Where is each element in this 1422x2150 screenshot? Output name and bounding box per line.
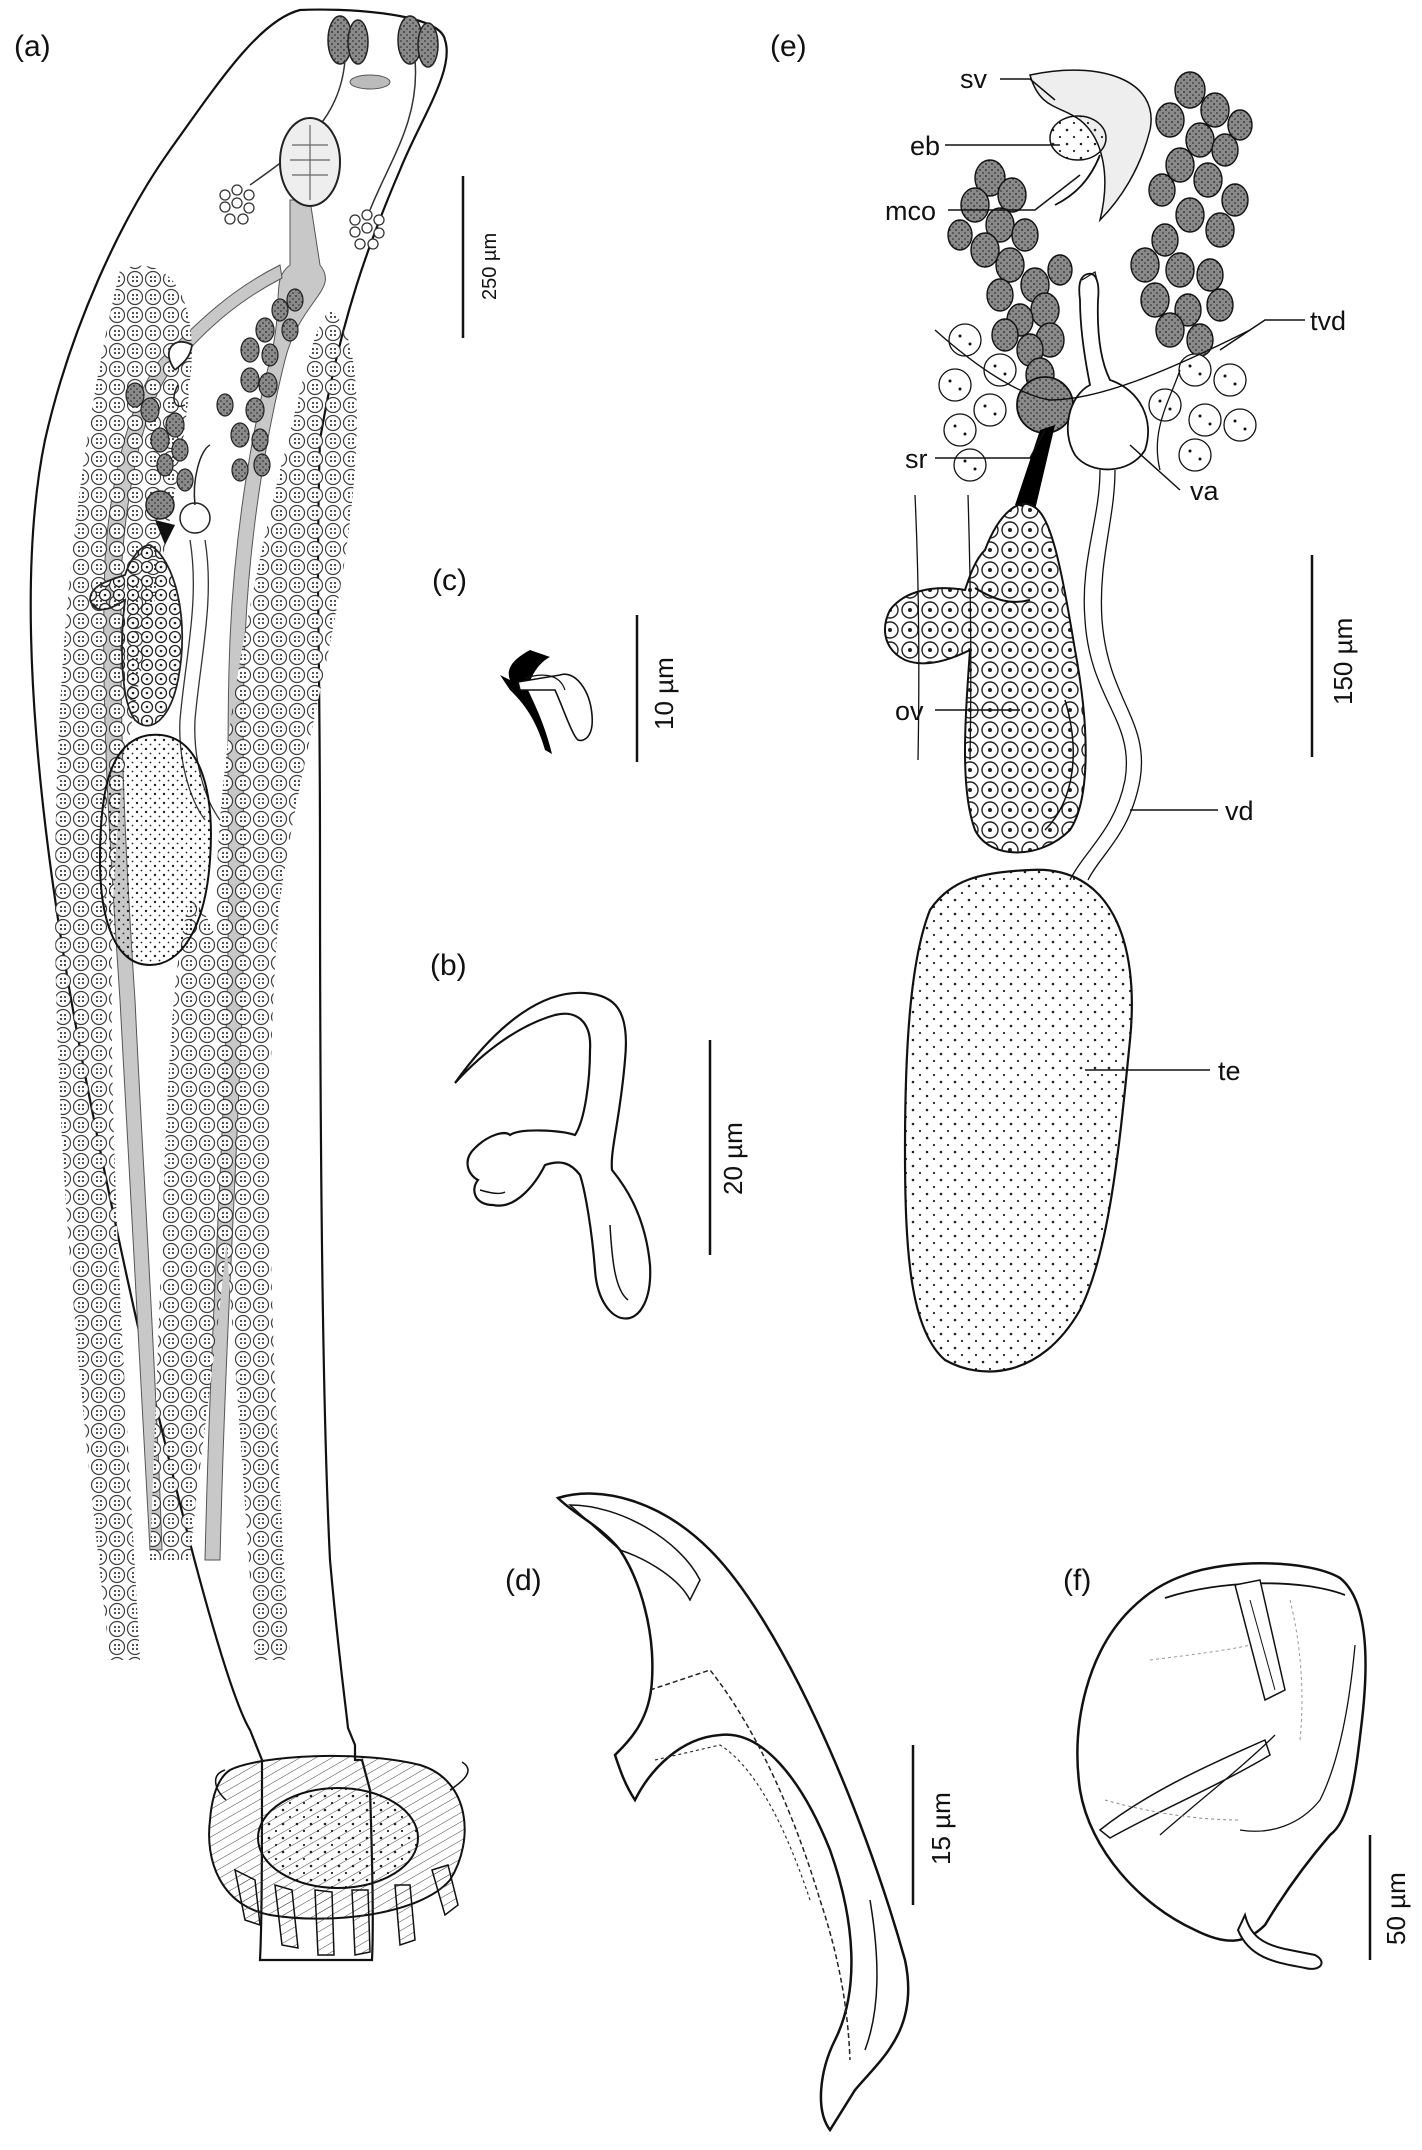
panel-b: (b) 20 µm: [430, 949, 748, 1320]
panel-f: (f) 50 µm: [1063, 1562, 1411, 1970]
label-ov: ov: [895, 696, 924, 726]
panel-f-label: (f): [1063, 1564, 1091, 1597]
panel-b-scale-label: 20 µm: [718, 1122, 748, 1195]
panel-d: (d) 15 µm: [505, 1492, 956, 2133]
male-copulatory-organ: [1054, 154, 1101, 206]
panel-a-ovary: [89, 544, 184, 727]
panel-d-label: (d): [505, 1564, 542, 1597]
seminal-vesicle: [1029, 69, 1152, 223]
vas-deferens: [1069, 469, 1127, 881]
vitelline-clusters-left: [947, 159, 1073, 393]
panel-a-testis: [98, 733, 212, 967]
panel-a-vitelline-clusters: [125, 288, 304, 492]
egg-capsule: [1076, 1562, 1367, 1942]
panel-f-scale-label: 50 µm: [1381, 1872, 1411, 1945]
anchor-b: [454, 991, 652, 1320]
annotation-labels: sv eb mco tvd sr va ov vd te: [885, 64, 1346, 1086]
panel-b-label: (b): [430, 949, 467, 982]
panel-e-scale-label: 150 µm: [1328, 618, 1358, 705]
vitellarian-follicles: [55, 265, 357, 1661]
label-mco: mco: [885, 196, 936, 226]
label-vd: vd: [1225, 796, 1254, 826]
vitelline-clusters-right: [1130, 71, 1253, 357]
panel-a-scale-label: 250 µm: [479, 233, 501, 300]
panel-e-ovary: [884, 502, 1087, 854]
panel-e: (e): [770, 30, 1358, 1373]
panel-c-label: (c): [432, 564, 467, 597]
vitelline-follicle-dots: [948, 334, 1247, 471]
anchor-d: [555, 1492, 910, 2133]
panel-c-scale-label: 10 µm: [649, 657, 679, 730]
haptor: [208, 1754, 469, 1956]
panel-c: (c) 10 µm: [432, 564, 679, 762]
panel-a: (a): [14, 8, 501, 1962]
panel-e-label: (e): [770, 30, 807, 63]
panel-e-testis: [903, 868, 1133, 1373]
label-sv: sv: [960, 64, 988, 94]
hooklet-c: [500, 650, 552, 754]
panel-a-label: (a): [14, 30, 51, 63]
label-te: te: [1218, 1056, 1241, 1086]
annotation-leaders: [935, 78, 1305, 1071]
seminal-receptacle: [1016, 376, 1074, 434]
label-va: va: [1190, 476, 1220, 506]
panel-d-scale-label: 15 µm: [926, 1792, 956, 1865]
label-tvd: tvd: [1310, 306, 1346, 336]
label-sr: sr: [905, 444, 928, 474]
transverse-vitelline-duct: [934, 329, 1251, 401]
ejaculatory-bulb: [1049, 115, 1107, 161]
vitelline-follicles-e: [938, 323, 1257, 482]
label-eb: eb: [910, 131, 940, 161]
vagina: [1066, 272, 1149, 471]
